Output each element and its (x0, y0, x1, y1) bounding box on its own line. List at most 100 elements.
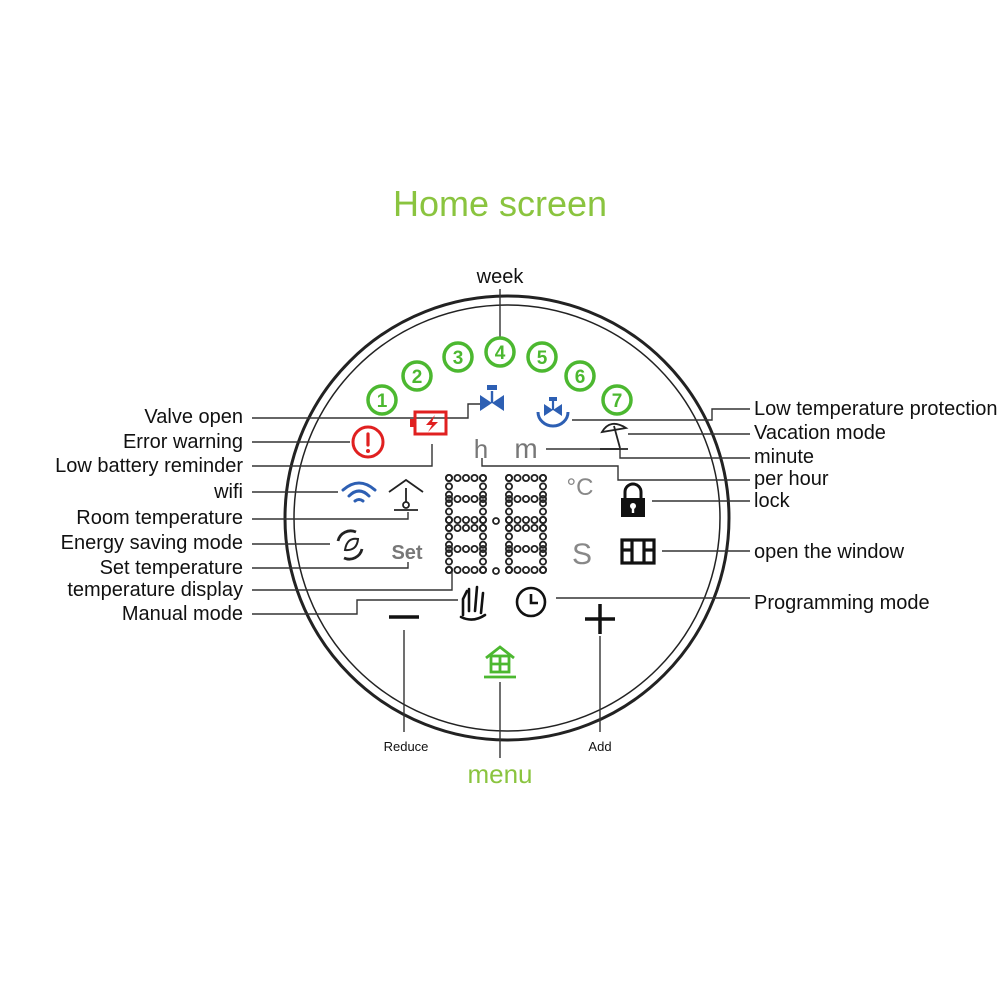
lcd-dot (453, 566, 462, 575)
lcd-dot (444, 516, 453, 525)
per-hour-leader (481, 458, 750, 481)
low-temp-protection-icon (536, 397, 570, 428)
lcd-dot (539, 566, 548, 575)
plus-button[interactable] (584, 603, 616, 635)
menu-label: menu (467, 759, 532, 789)
lcd-dot (470, 473, 479, 482)
device-inner-ring (293, 304, 721, 732)
lcd-dot (504, 566, 513, 575)
lcd-dot (513, 524, 522, 533)
manual-mode-leader (252, 599, 458, 615)
valve-open-label: Valve open (144, 406, 243, 428)
weekday-6: 6 (564, 360, 596, 392)
window-icon (620, 538, 656, 565)
error-warning-label: Error warning (123, 431, 243, 453)
lcd-dot (470, 566, 479, 575)
minute-leader (546, 448, 750, 459)
lcd-dot (478, 499, 487, 508)
weekday-3: 3 (442, 341, 474, 373)
lcd-dot (461, 494, 470, 503)
lcd-dot (539, 499, 548, 508)
hour-glyph: h (474, 434, 488, 464)
lcd-dot (478, 524, 487, 533)
lcd-dot (522, 545, 531, 554)
lcd-dot (539, 557, 548, 566)
energy-saving-icon (336, 529, 364, 561)
lcd-dot (444, 494, 453, 503)
lcd-dot (530, 516, 539, 525)
open-window-label: open the window (754, 541, 905, 563)
lcd-dot (522, 566, 531, 575)
lcd-digits (444, 473, 548, 575)
manual-mode-icon (459, 585, 487, 621)
weekday-4: 4 (484, 336, 516, 368)
lcd-dot (478, 482, 487, 491)
lcd-dot (504, 507, 513, 516)
plus-icon (585, 604, 615, 634)
minute-label: minute (754, 446, 814, 468)
low-battery-label: Low battery reminder (55, 455, 243, 477)
lcd-dot (478, 545, 487, 554)
lcd-dot (539, 545, 548, 554)
lcd-dot (504, 482, 513, 491)
minus-button[interactable] (388, 605, 420, 629)
lcd-dot (478, 549, 487, 558)
lcd-dot (504, 524, 513, 533)
weekday-number: 2 (412, 367, 423, 388)
set-temperature-leader (252, 562, 409, 569)
celsius-glyph: °C (567, 474, 594, 501)
manual-mode-label: Manual mode (122, 603, 243, 625)
lcd-dot (478, 566, 487, 575)
room-temp-icon (388, 478, 424, 511)
lcd-dot (453, 473, 462, 482)
lcd-dot (513, 516, 522, 525)
lcd-dot (539, 516, 548, 525)
lcd-dot (478, 473, 487, 482)
vacation-mode-label: Vacation mode (754, 422, 886, 444)
minute-glyph: m (514, 433, 537, 464)
page-title: Home screen (393, 183, 607, 224)
lcd-dot (444, 499, 453, 508)
weekday-number: 3 (453, 348, 464, 369)
set-unit-glyph: S (572, 538, 592, 571)
lcd-dot (504, 516, 513, 525)
error-icon (351, 425, 385, 459)
lcd-dot (539, 473, 548, 482)
lcd-dot (444, 532, 453, 541)
lcd-dot (461, 473, 470, 482)
lcd-dot (513, 473, 522, 482)
device-outer-ring (283, 294, 731, 742)
programming-mode-label: Programming mode (754, 592, 930, 614)
lcd-dot (470, 545, 479, 554)
lcd-dot (444, 482, 453, 491)
lcd-dot (539, 549, 548, 558)
lcd-dot (444, 473, 453, 482)
menu-button[interactable] (484, 645, 516, 679)
lcd-dot (478, 516, 487, 525)
energy-saving-label: Energy saving mode (61, 532, 243, 554)
wifi-label: wifi (213, 481, 243, 503)
lcd-dot (453, 516, 462, 525)
lcd-dot (522, 524, 531, 533)
menu-home-icon (484, 645, 516, 679)
reduce-label: Reduce (384, 739, 429, 754)
weekday-number: 6 (575, 367, 586, 388)
week-label: week (476, 266, 525, 288)
set-badge: Set (391, 542, 422, 564)
set-temperature-label: Set temperature (100, 557, 243, 579)
valve-icon (480, 385, 504, 411)
lcd-dot (444, 545, 453, 554)
temperature-display-leader (252, 570, 453, 591)
lcd-digit-2-2 (504, 524, 548, 575)
programming-clock-icon (515, 586, 547, 618)
lcd-dot (444, 566, 453, 575)
lcd-dot (522, 516, 531, 525)
lcd-dot (478, 490, 487, 499)
lcd-dot (504, 473, 513, 482)
room-temperature-leader (252, 512, 409, 520)
lcd-dot (539, 540, 548, 549)
left-labels: Valve open Error warning Low battery rem… (55, 403, 482, 625)
weekday-1: 1 (366, 384, 398, 416)
lcd-dot (461, 545, 470, 554)
lcd-dot (539, 524, 548, 533)
